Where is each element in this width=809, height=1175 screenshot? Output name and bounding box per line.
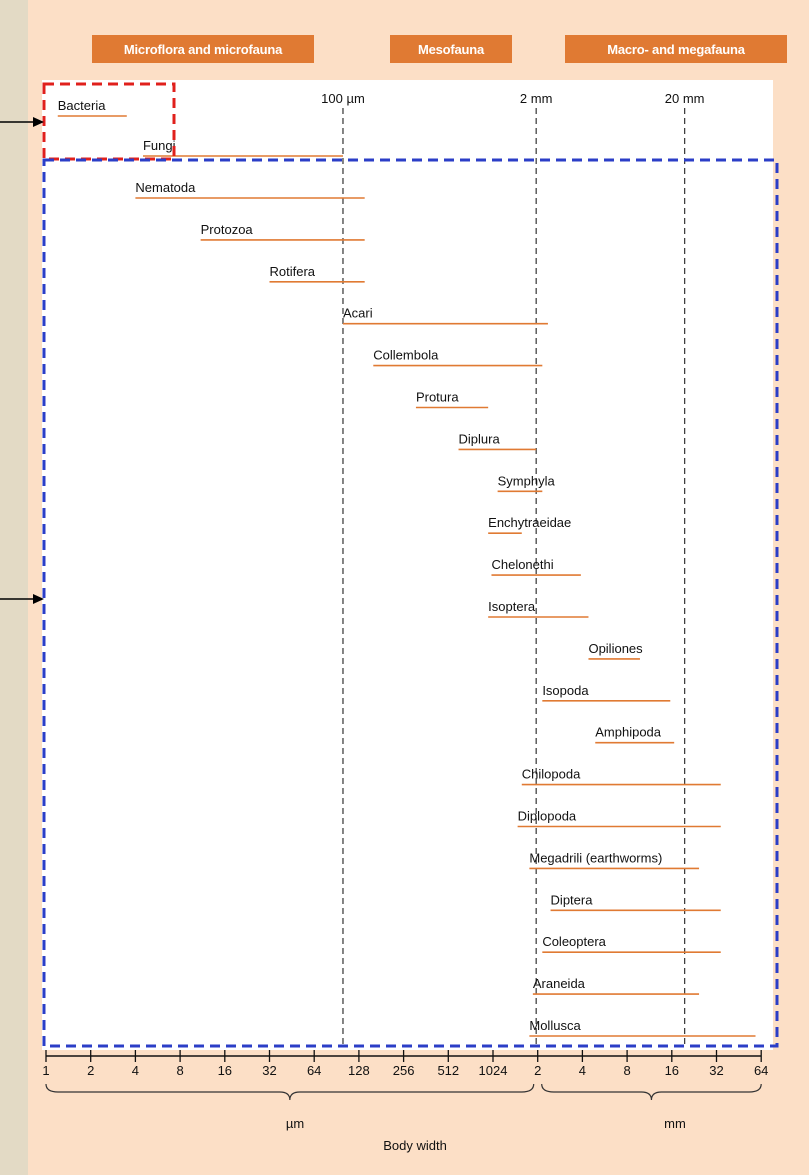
x-tick-label: 8 bbox=[176, 1063, 183, 1078]
x-tick-label: 2 bbox=[87, 1063, 94, 1078]
group-label: Amphipoda bbox=[595, 725, 662, 740]
reference-label: 2 mm bbox=[520, 91, 553, 106]
group-label: Isopoda bbox=[542, 683, 589, 698]
x-tick-label: 64 bbox=[307, 1063, 321, 1078]
group-label: Bacteria bbox=[58, 98, 106, 113]
group-label: Nematoda bbox=[135, 180, 196, 195]
x-tick-label: 16 bbox=[665, 1063, 679, 1078]
x-axis-title: Body width bbox=[383, 1138, 447, 1153]
reference-label: 100 µm bbox=[321, 91, 365, 106]
arrow-icon-blue-box bbox=[0, 594, 44, 604]
x-tick-label: 1024 bbox=[479, 1063, 508, 1078]
x-tick-label: 256 bbox=[393, 1063, 415, 1078]
x-tick-label: 32 bbox=[262, 1063, 276, 1078]
x-tick-label: 32 bbox=[709, 1063, 723, 1078]
reference-label: 20 mm bbox=[665, 91, 705, 106]
group-label: Megadrili (earthworms) bbox=[529, 850, 662, 865]
plot-area bbox=[42, 80, 773, 1050]
arrow-icon-red-box bbox=[0, 117, 44, 127]
header-meso: Mesofauna bbox=[390, 35, 512, 63]
group-label: Acari bbox=[343, 306, 373, 321]
millimetre-brace bbox=[541, 1083, 762, 1101]
x-tick-label: 4 bbox=[579, 1063, 586, 1078]
x-tick-label: 128 bbox=[348, 1063, 370, 1078]
group-label: Isoptera bbox=[488, 599, 536, 614]
x-tick-label: 4 bbox=[132, 1063, 139, 1078]
unit-label-mm: mm bbox=[664, 1116, 686, 1131]
header-micro: Microflora and microfauna bbox=[92, 35, 314, 63]
arrow-layer bbox=[0, 117, 44, 604]
group-label: Protozoa bbox=[201, 222, 254, 237]
x-tick-label: 512 bbox=[437, 1063, 459, 1078]
group-label: Araneida bbox=[533, 976, 586, 991]
highlight-box-blue bbox=[42, 158, 779, 1048]
group-label: Diplura bbox=[459, 431, 501, 446]
group-label: Rotifera bbox=[270, 264, 316, 279]
highlight-box-red bbox=[42, 82, 176, 161]
group-label: Protura bbox=[416, 390, 459, 405]
group-label: Coleoptera bbox=[542, 934, 606, 949]
micrometre-brace bbox=[45, 1083, 535, 1101]
x-tick-label: 1 bbox=[42, 1063, 49, 1078]
group-label: Chilopoda bbox=[522, 767, 581, 782]
group-label: Chelonethi bbox=[491, 557, 553, 572]
group-label: Mollusca bbox=[529, 1018, 581, 1033]
x-tick-label: 16 bbox=[218, 1063, 232, 1078]
group-label: Diplopoda bbox=[518, 809, 577, 824]
group-label: Diptera bbox=[551, 892, 594, 907]
x-tick-label: 8 bbox=[623, 1063, 630, 1078]
x-tick-label: 2 bbox=[534, 1063, 541, 1078]
unit-label-um: µm bbox=[286, 1116, 304, 1131]
group-label: Enchytraeidae bbox=[488, 515, 571, 530]
group-label: Collembola bbox=[373, 348, 439, 363]
group-label: Opiliones bbox=[588, 641, 643, 656]
x-tick-label: 64 bbox=[754, 1063, 768, 1078]
header-macro: Macro- and megafauna bbox=[565, 35, 787, 63]
group-label: Symphyla bbox=[498, 473, 556, 488]
group-label: Fungi bbox=[143, 138, 176, 153]
